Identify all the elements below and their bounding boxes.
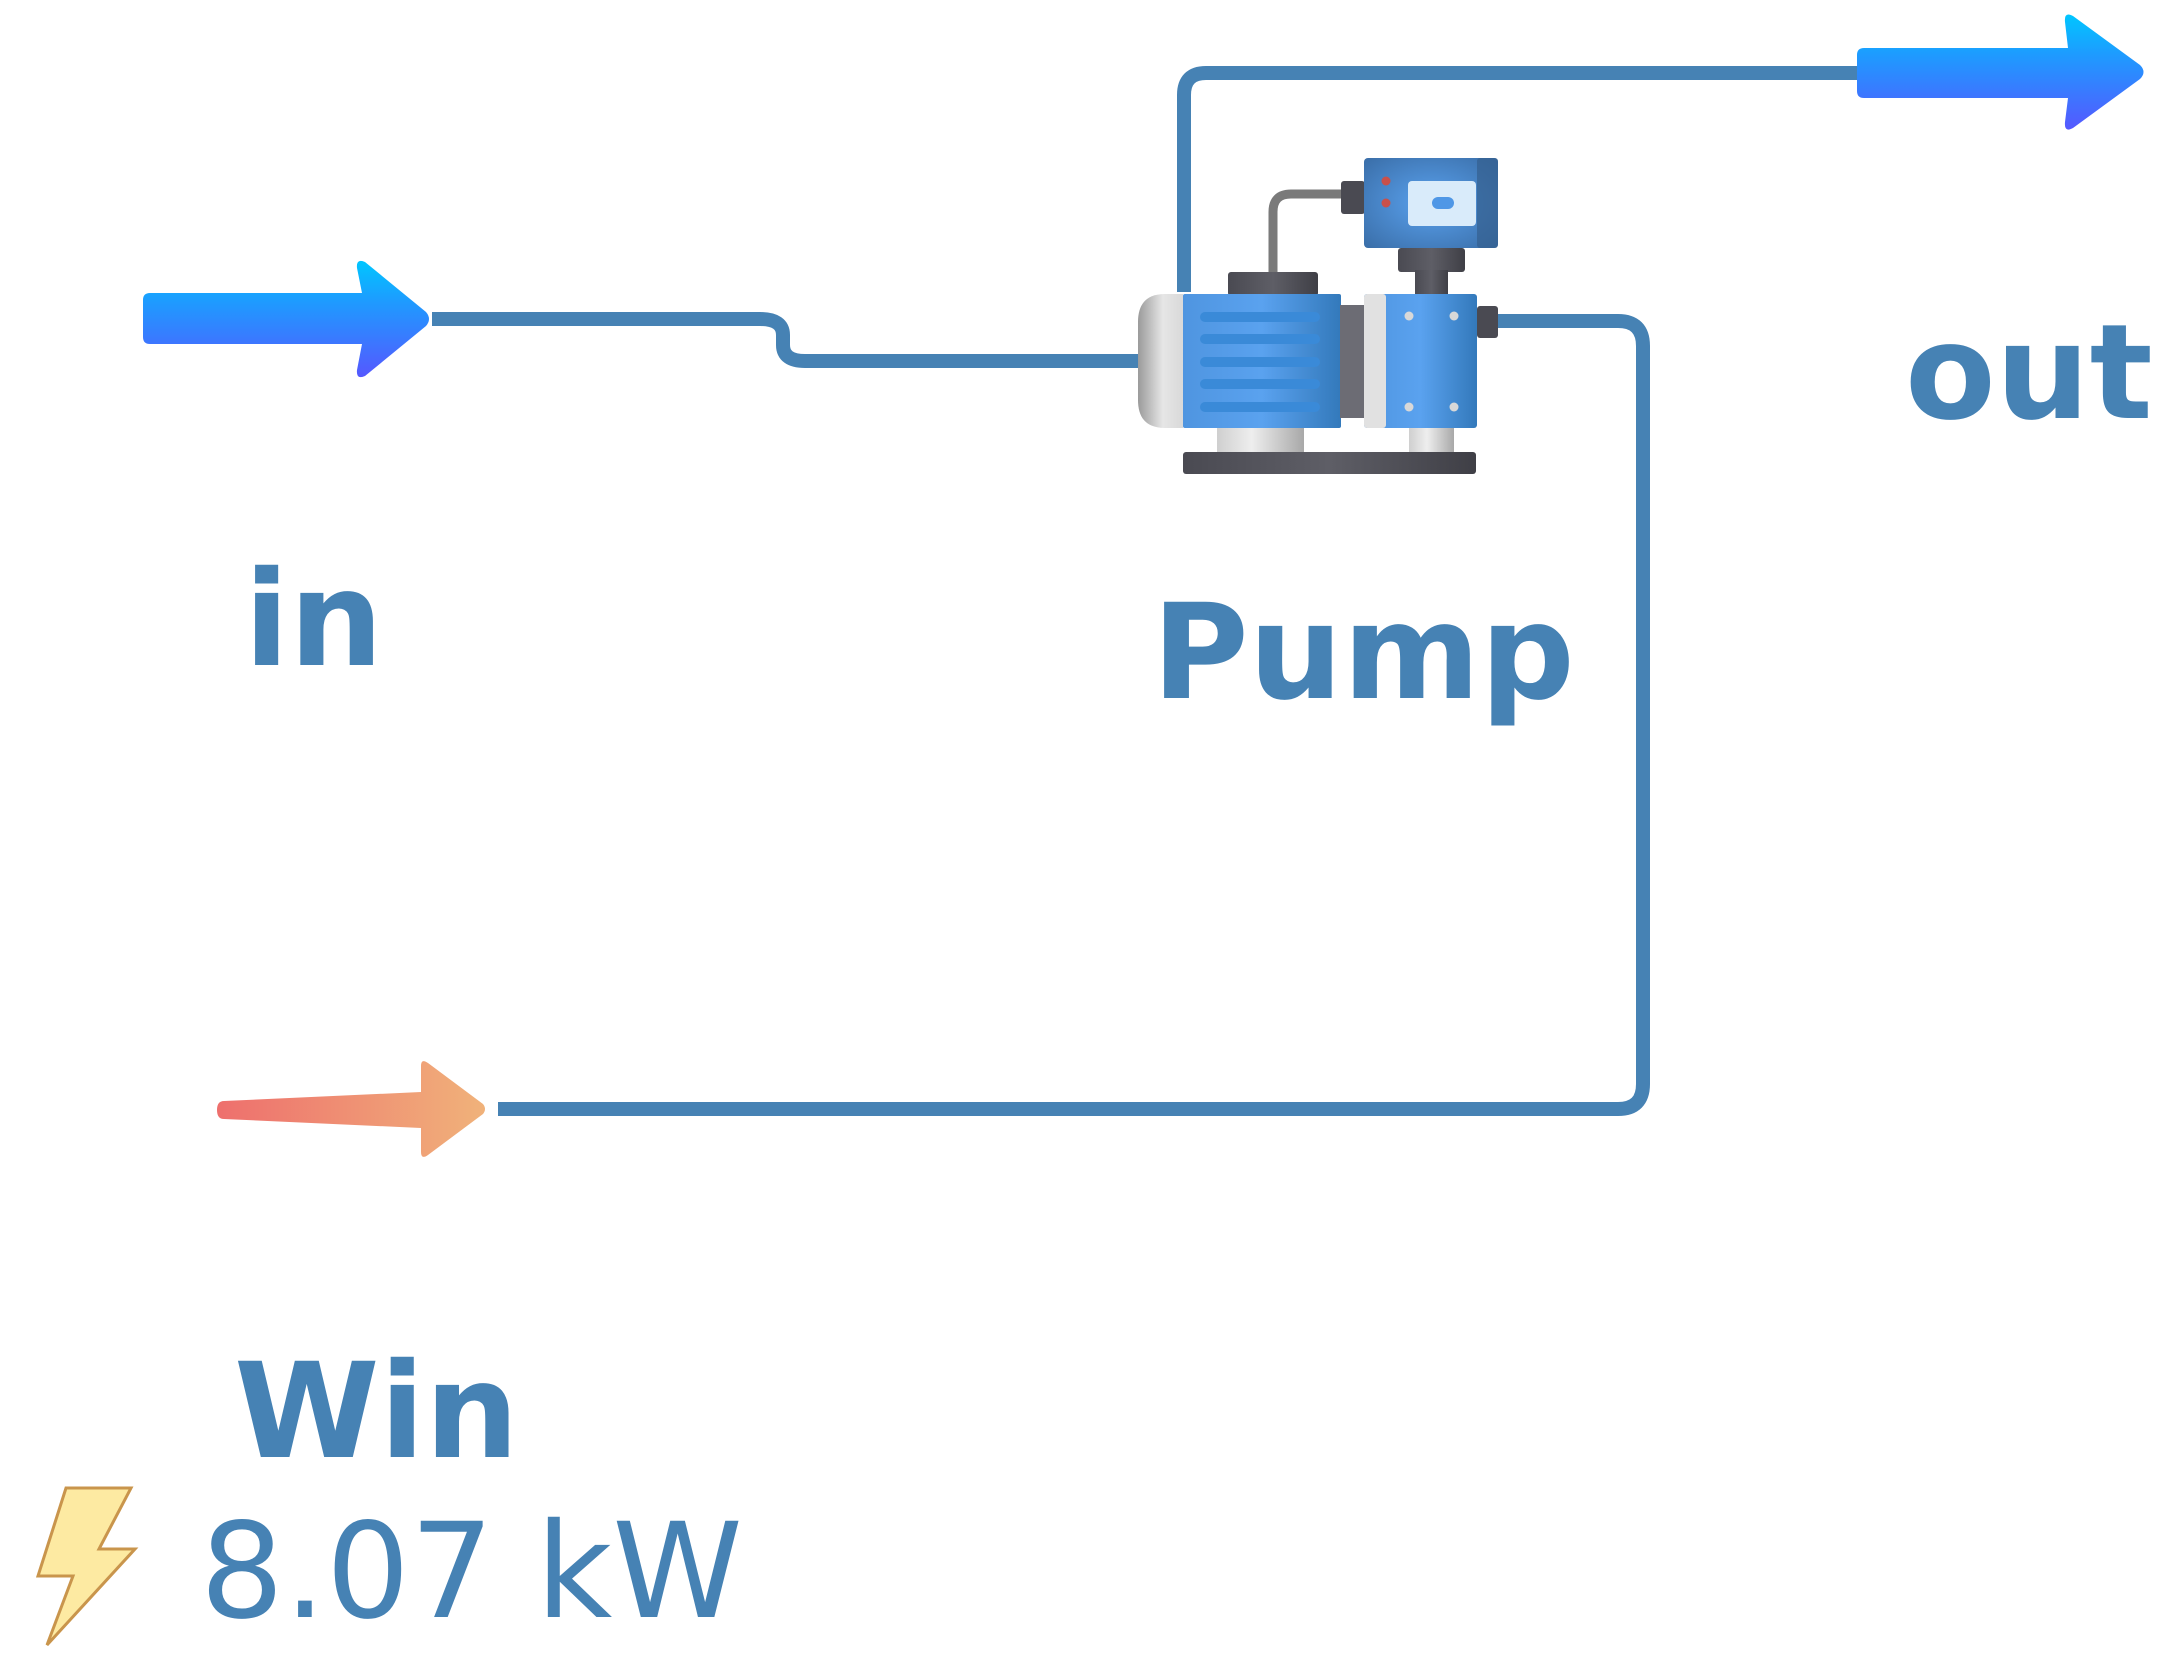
pipe-pump-to-out [1177, 66, 1860, 292]
power-value: 8.07 kW [200, 1495, 743, 1649]
power-port[interactable]: Win 8.07 kW [35, 1061, 743, 1649]
outlet-port[interactable]: out [1857, 14, 2153, 450]
lightning-bolt-icon [35, 1486, 139, 1647]
pump-component[interactable]: Pump [1138, 158, 1575, 730]
outlet-label: out [1905, 296, 2153, 450]
pump-label: Pump [1152, 576, 1575, 730]
pipe-power-to-pump [498, 314, 1650, 1116]
inlet-port[interactable]: in [143, 260, 429, 697]
inlet-label: in [244, 543, 383, 697]
energy-arrow-icon [217, 1061, 485, 1157]
power-label: Win [234, 1335, 519, 1489]
inlet-flow-arrow-icon [143, 260, 429, 378]
outlet-flow-arrow-icon [1857, 14, 2144, 130]
centrifugal-pump-icon [1138, 158, 1498, 474]
pipe-in-to-pump [432, 312, 1140, 368]
